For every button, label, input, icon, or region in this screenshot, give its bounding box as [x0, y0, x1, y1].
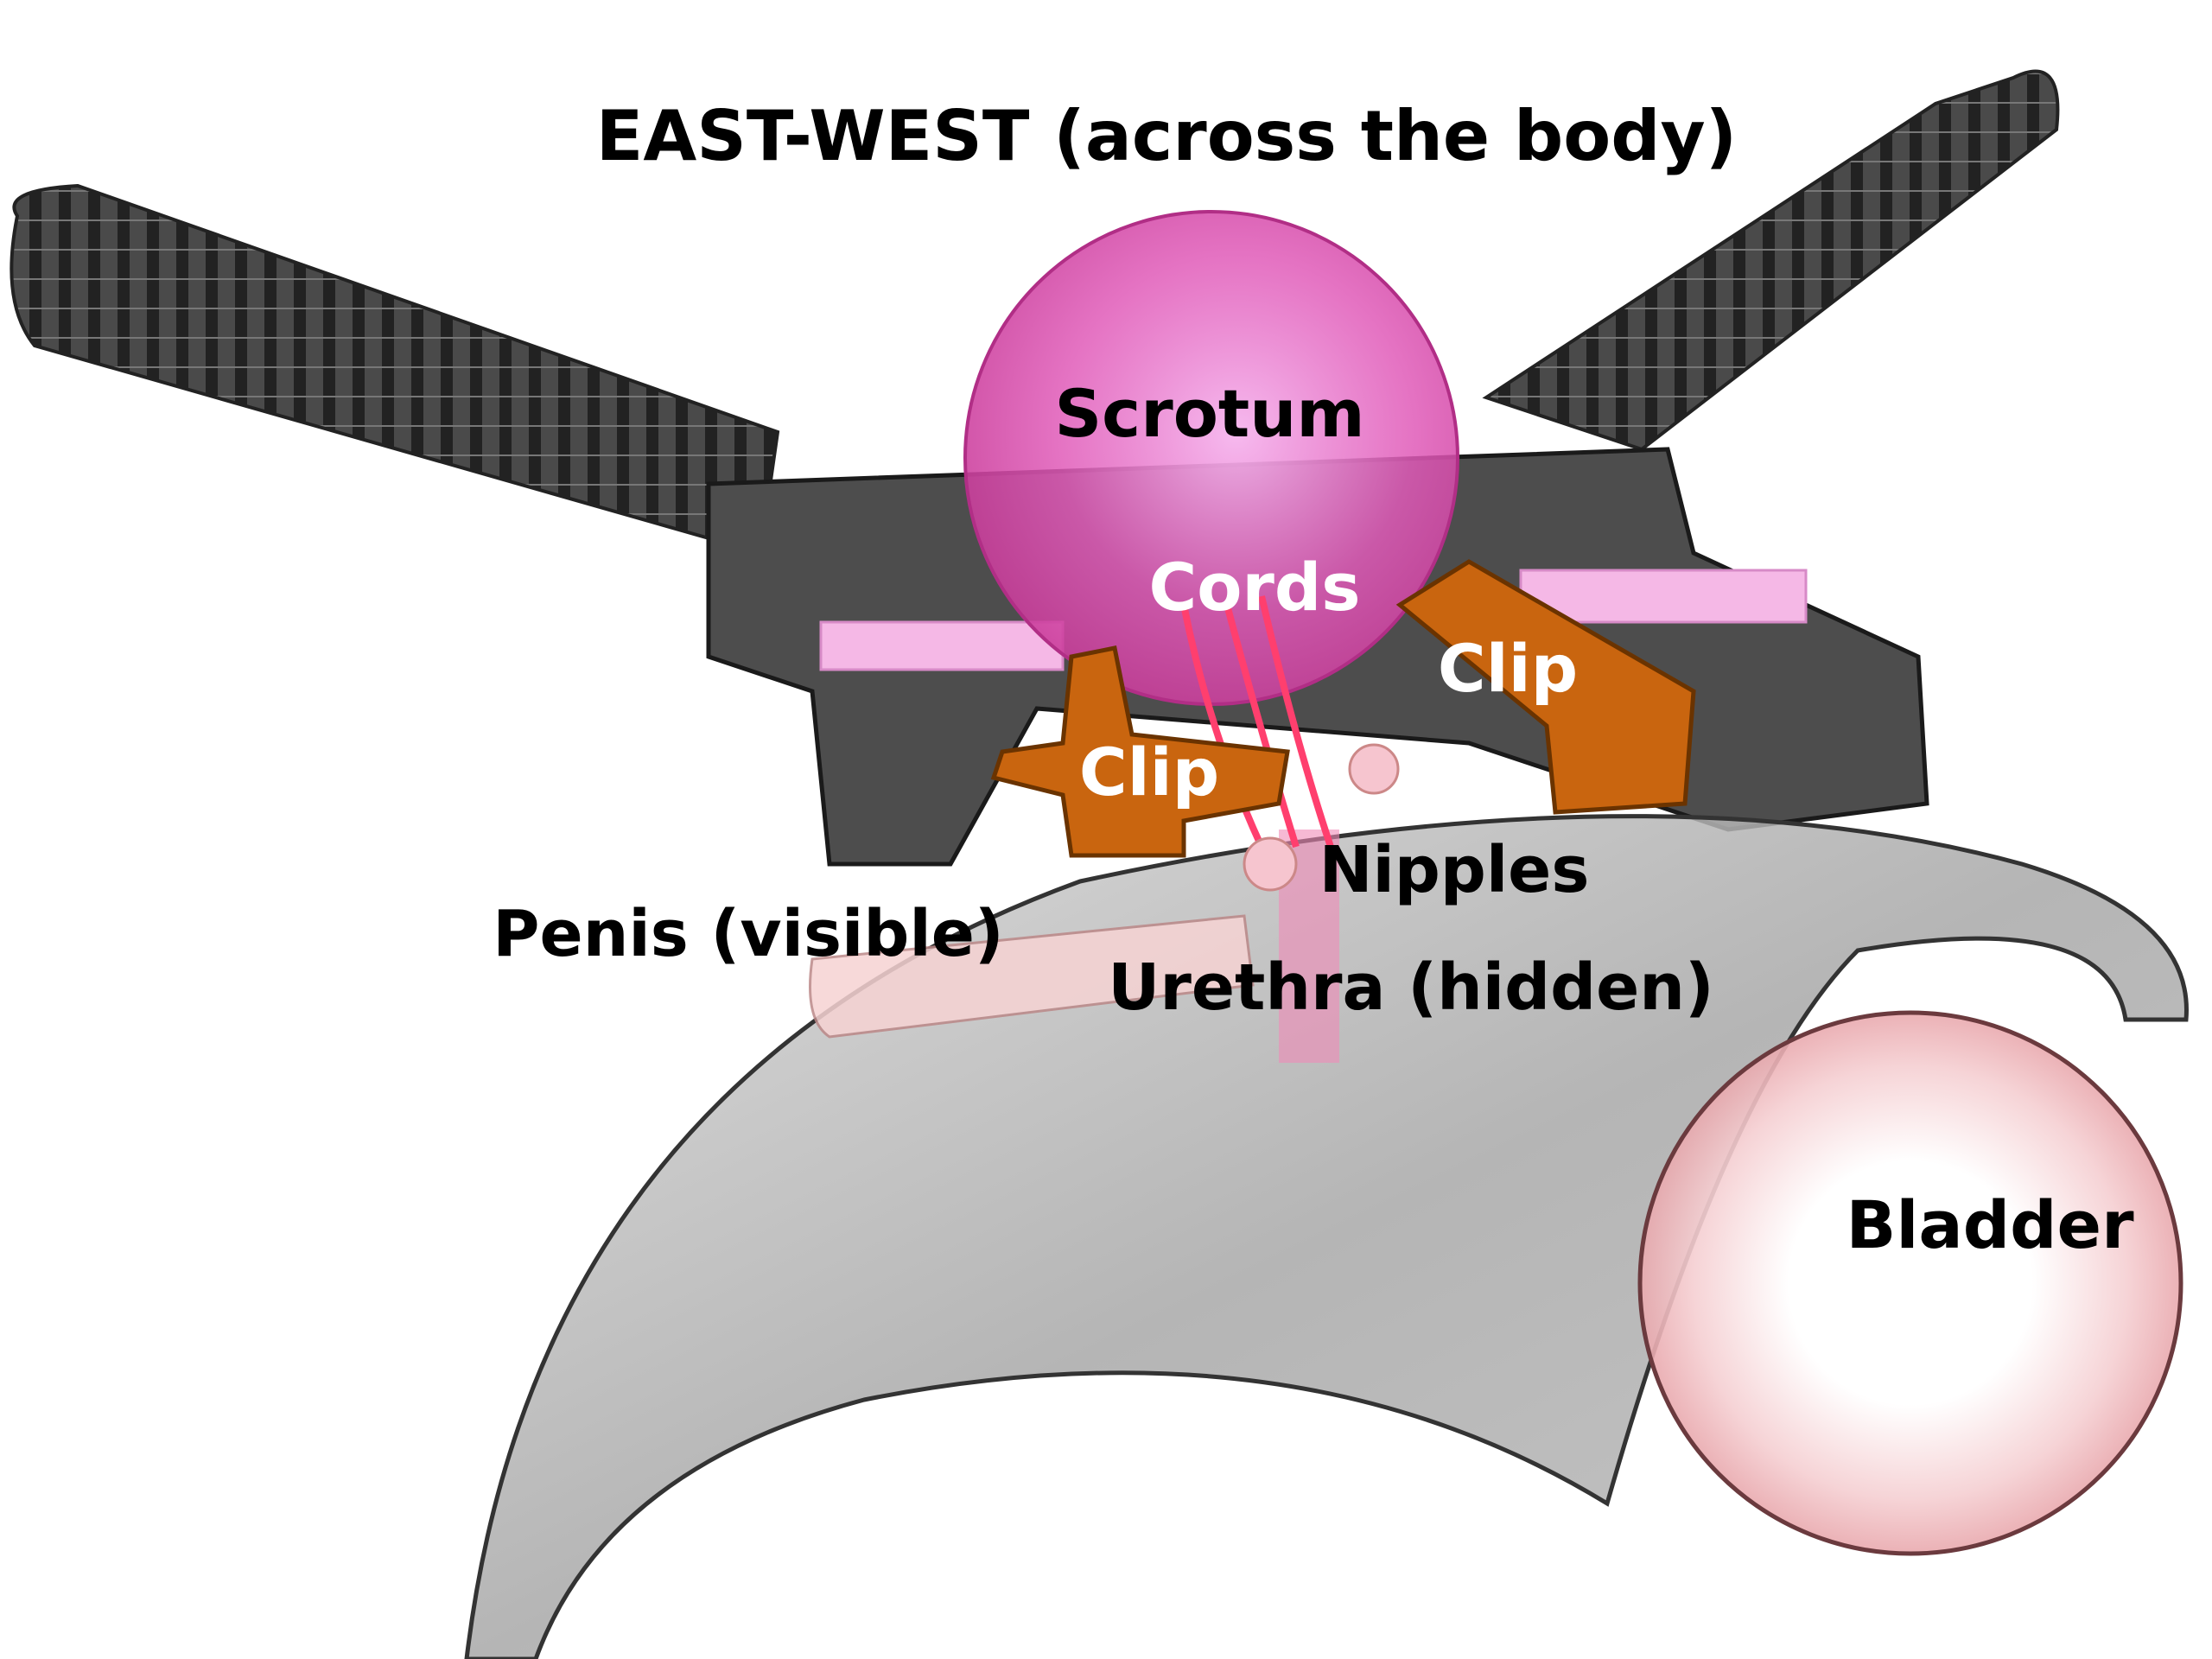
label-clip-left: Clip: [1079, 734, 1219, 810]
label-urethra: Urethra (hidden): [1108, 950, 1714, 1025]
scrotum: [963, 210, 1459, 706]
clip-left-shape: [990, 645, 1290, 858]
label-scrotum: Scrotum: [1054, 375, 1364, 452]
label-cords: Cords: [1148, 549, 1360, 626]
clip-right-shape: [1395, 559, 1696, 815]
bladder: [1637, 1010, 2183, 1556]
pad-right: [1519, 569, 1808, 624]
label-penis: Penis (visible): [493, 897, 1003, 971]
label-clip-right: Clip: [1438, 630, 1578, 707]
pad-left: [819, 620, 1065, 671]
label-nipples: Nipples: [1319, 833, 1590, 907]
label-bladder: Bladder: [1846, 1186, 2134, 1263]
nipple: [1348, 743, 1400, 795]
nipple: [1243, 836, 1298, 892]
penis: [809, 914, 1255, 1039]
title: EAST-WEST (across the body): [596, 96, 1738, 176]
cords: [1180, 595, 1334, 849]
left-handle: [10, 183, 780, 556]
